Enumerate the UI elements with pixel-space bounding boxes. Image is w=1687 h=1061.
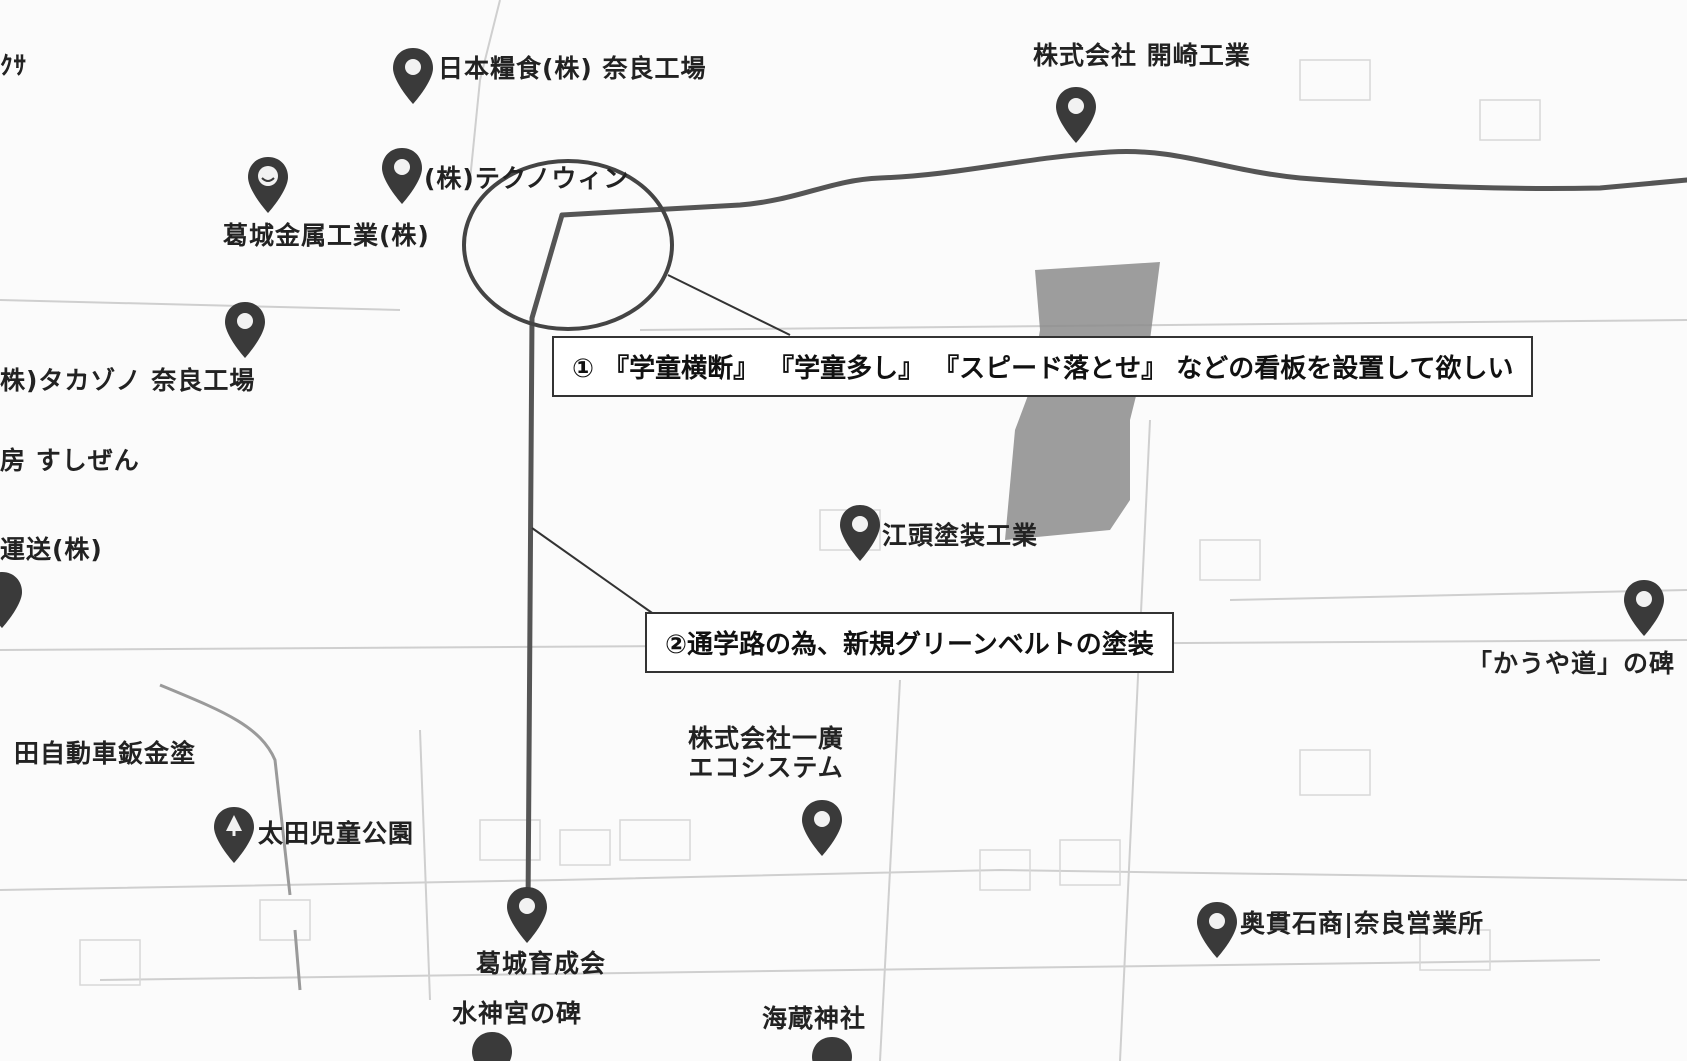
smiley-pin-icon[interactable] [246, 155, 290, 215]
intersection-circle [462, 159, 674, 331]
map-pin-icon[interactable] [810, 1035, 854, 1061]
place-label-technowin[interactable]: (株)テクノウィン [424, 164, 630, 193]
place-label-eco-system[interactable]: 株式会社一廣 エコシステム [688, 724, 845, 783]
route-line-south [525, 212, 565, 913]
place-label-ota-park[interactable]: 太田児童公園 [258, 819, 415, 848]
side-road-2 [293, 929, 302, 991]
place-label-katsuragi-kinzoku[interactable]: 葛城金属工業(株) [223, 221, 430, 250]
map-pin-icon[interactable] [1054, 85, 1098, 145]
callout-1-leader [667, 274, 791, 336]
place-label-kaizou-jinja[interactable]: 海蔵神社 [762, 1004, 867, 1033]
place-label-ikuseikai[interactable]: 葛城育成会 [476, 949, 607, 978]
place-label-unso[interactable]: 運送(株) [0, 535, 103, 564]
map-pin-icon[interactable] [0, 570, 24, 630]
map-pin-icon[interactable] [838, 503, 882, 563]
place-label-bankin[interactable]: 田自動車鈑金塗 [14, 739, 197, 768]
place-label-kusa[interactable]: ｸｻ [0, 51, 28, 80]
place-label-eto-tosou[interactable]: 江頭塗装工業 [882, 521, 1039, 550]
map-pin-icon[interactable] [1195, 900, 1239, 960]
place-label-nihon-ryoshoku[interactable]: 日本糧食(株) 奈良工場 [438, 54, 707, 83]
callout-green-belt: ②通学路の為、新規グリーンベルトの塗装 [645, 612, 1174, 673]
side-road [159, 683, 292, 896]
dark-building-block [1005, 262, 1160, 540]
map-pin-icon[interactable] [1622, 578, 1666, 638]
map-pin-icon[interactable] [505, 885, 549, 945]
place-label-kouyamichi[interactable]: 「かうや道」の碑 [1467, 649, 1676, 678]
route-line-east [559, 149, 1687, 218]
place-label-takazono[interactable]: 株)タカゾノ 奈良工場 [0, 366, 256, 395]
map-pin-icon[interactable] [391, 46, 435, 106]
callout-2-leader [531, 527, 656, 616]
place-label-suijin[interactable]: 水神宮の碑 [452, 999, 583, 1028]
map-pin-icon[interactable] [470, 1030, 514, 1061]
park-pin-icon[interactable] [212, 805, 256, 865]
place-label-suzen[interactable]: 房 すしぜん [0, 446, 140, 475]
callout-sign-request: ① 『学童横断』 『学童多し』 『スピード落とせ』 などの看板を設置して欲しい [552, 336, 1534, 397]
place-label-kaisaki-kogyo[interactable]: 株式会社 開崎工業 [1033, 41, 1251, 70]
place-label-okugi-sekisho[interactable]: 奥貫石商|奈良営業所 [1240, 909, 1485, 938]
map-pin-icon[interactable] [223, 300, 267, 360]
eco-line-1: 株式会社一廣 [688, 724, 845, 753]
map-pin-icon[interactable] [800, 798, 844, 858]
eco-line-2: エコシステム [688, 752, 844, 782]
map-pin-icon[interactable] [380, 146, 424, 206]
